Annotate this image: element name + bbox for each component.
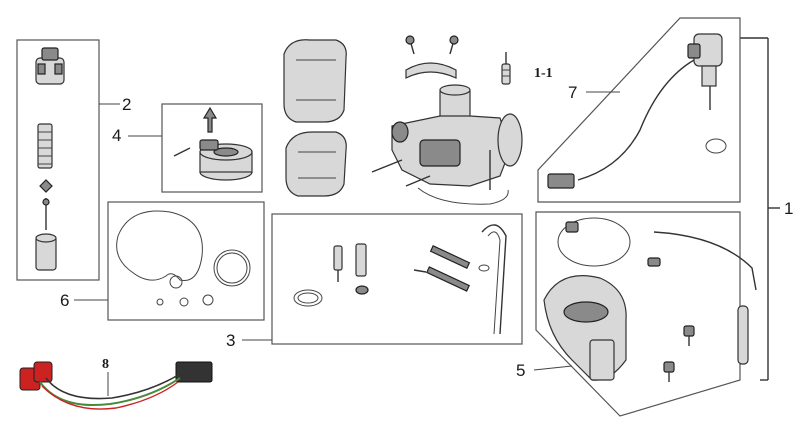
slide-cap-part — [35, 47, 65, 85]
group-3-box — [271, 213, 523, 345]
group-7-box — [537, 17, 741, 203]
float-bowl-part — [543, 217, 631, 381]
callout-5-leader — [533, 365, 573, 371]
needle-part — [42, 198, 50, 230]
screw-1-1-part — [501, 52, 511, 85]
harness-8-part — [19, 361, 213, 410]
choke-pin-part — [173, 147, 191, 157]
callout-1: 1 — [784, 199, 793, 218]
o-ring-part — [213, 249, 251, 287]
carburetor-body-part — [371, 35, 523, 205]
drain-hose-part — [653, 231, 757, 365]
choke-body-part — [199, 139, 253, 181]
callout-6: 6 — [60, 291, 69, 310]
callout-7: 7 — [568, 83, 577, 102]
slide-valve-part — [35, 233, 57, 271]
callout-8: 8 — [102, 357, 109, 372]
gasket-part — [116, 210, 203, 289]
group-4-box — [161, 103, 263, 193]
washer-parts — [156, 294, 214, 307]
group-5-box — [535, 211, 741, 417]
clip-part — [39, 179, 53, 193]
callout-4: 4 — [112, 126, 121, 145]
clamp-part — [293, 289, 323, 307]
callout-5: 5 — [516, 361, 525, 380]
choke-plunger-part — [202, 106, 218, 133]
filter-boot-lower-part — [285, 131, 347, 197]
callout-2: 2 — [122, 95, 131, 114]
callout-3: 3 — [226, 331, 235, 350]
auto-choke-part — [547, 33, 727, 189]
spring-part — [37, 123, 53, 169]
jet-parts — [333, 243, 490, 295]
fuel-hose-part — [481, 224, 507, 335]
callout-1-1: 1-1 — [534, 66, 553, 81]
bowl-screw-parts — [647, 257, 695, 382]
group-6-box — [107, 201, 265, 321]
group-2-box — [16, 39, 100, 281]
callout-1-bracket — [740, 37, 780, 381]
filter-boot-upper-part — [283, 39, 347, 123]
